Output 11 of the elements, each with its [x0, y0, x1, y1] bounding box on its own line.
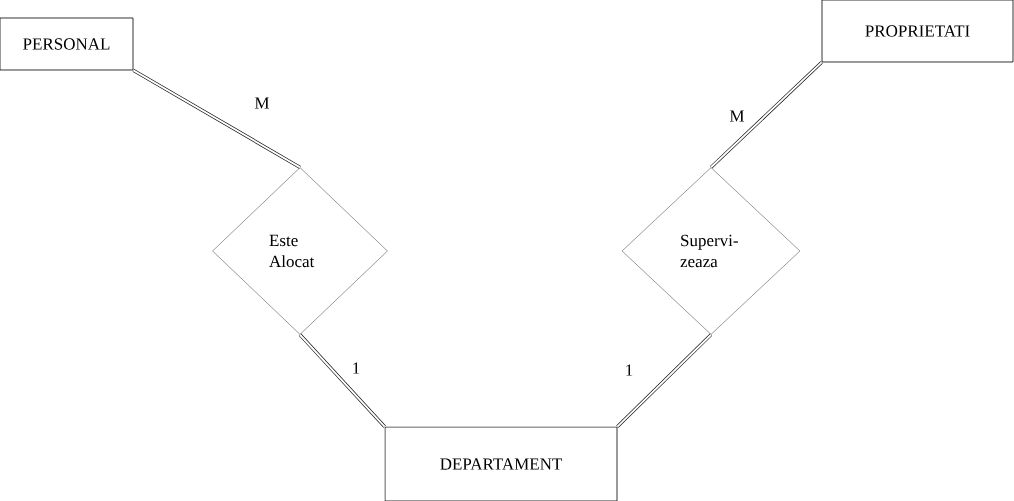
connector-line [132, 69, 301, 169]
entity-box: PROPRIETATI [821, 0, 1014, 63]
cardinality-label: M [254, 97, 270, 109]
entity-box: PERSONAL [0, 17, 134, 71]
cardinality-label: 1 [353, 362, 360, 374]
connector-line [709, 61, 823, 169]
cardinality-label: 1 [626, 364, 633, 376]
entity-box: DEPARTAMENT [384, 426, 618, 501]
cardinality-label: M [729, 110, 745, 122]
connector-line [616, 333, 713, 428]
connector-line [298, 333, 386, 428]
